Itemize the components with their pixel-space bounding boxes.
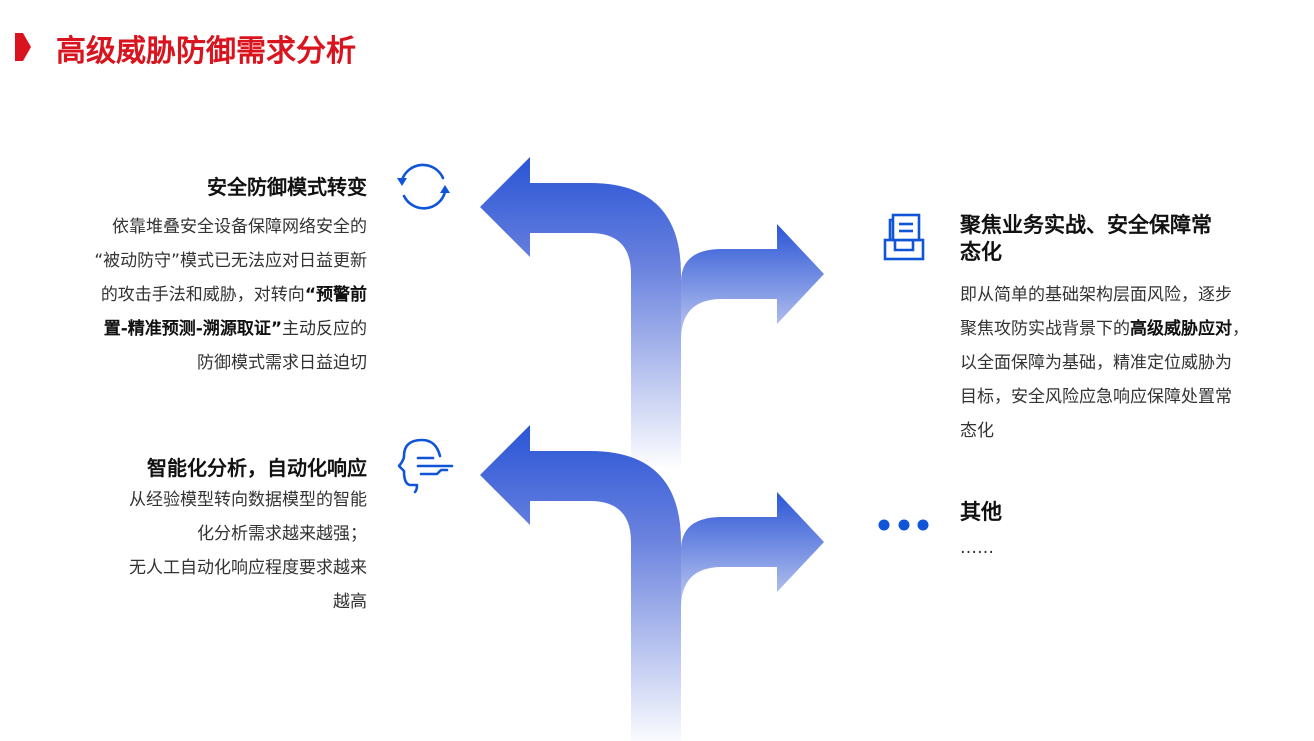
body-line: 以全面保障为基础，精准定位威胁为: [960, 346, 1249, 380]
body-line: 依靠堆叠安全设备保障网络安全的: [94, 210, 367, 244]
item-body: ……: [960, 531, 1002, 565]
body-text: 的攻击手法和威胁，对转向: [100, 285, 305, 305]
item-body: 依靠堆叠安全设备保障网络安全的 “被动防守”模式已无法应对日益更新的攻击手法和威胁…: [94, 210, 367, 380]
body-text: 聚焦攻防实战背景下的: [960, 319, 1130, 339]
body-line: 态化: [960, 414, 1249, 448]
title-marker-icon: [15, 33, 31, 61]
left-arrow-2: [480, 425, 681, 741]
item-security-mode-shift: 安全防御模式转变 依靠堆叠安全设备保障网络安全的 “被动防守”模式已无法应对日益更…: [94, 172, 367, 380]
right-arrow-1: [681, 224, 824, 340]
item-other: 其他 ……: [960, 497, 1002, 565]
body-text: 主动反应的: [282, 319, 367, 339]
item-body: 从经验模型转向数据模型的智能化分析需求越来越强； 无人工自动化响应程度要求越来越高: [129, 483, 367, 619]
ai-head-icon: [397, 438, 454, 494]
body-line: 防御模式需求日益迫切: [94, 346, 367, 380]
item-body: 即从简单的基础架构层面风险，逐步聚焦攻防实战背景下的高级威胁应对，以全面保障为基…: [960, 278, 1249, 448]
body-text: 即从简单的基础架构层面风险，逐步: [960, 285, 1232, 305]
item-heading: 其他: [960, 500, 1002, 524]
body-text: 无人工自动化响应程度要求越来: [129, 558, 367, 578]
body-text: ，: [1232, 319, 1249, 339]
emphasis-text: 高级威胁应对: [1130, 319, 1232, 339]
body-line: 聚焦攻防实战背景下的高级威胁应对，: [960, 312, 1249, 346]
body-line: 越高: [129, 585, 367, 619]
item-business-focus: 聚焦业务实战、安全保障常 态化 即从简单的基础架构层面风险，逐步聚焦攻防实战背景…: [960, 212, 1249, 448]
body-line: 即从简单的基础架构层面风险，逐步: [960, 278, 1249, 312]
body-line: 从经验模型转向数据模型的智能: [129, 483, 367, 517]
right-arrow-2: [681, 492, 824, 608]
body-text: 依靠堆叠安全设备保障网络安全的: [112, 217, 367, 237]
body-line: 无人工自动化响应程度要求越来: [129, 551, 367, 585]
more-dots-icon: [878, 519, 929, 531]
body-line: ……: [960, 531, 1002, 565]
page-title: 高级威胁防御需求分析: [56, 34, 356, 69]
body-text: 态化: [960, 421, 994, 441]
item-heading-line: 态化: [960, 240, 1002, 264]
body-text: 越高: [333, 592, 367, 612]
left-arrow-1: [480, 157, 681, 470]
arrow-group-2: [480, 425, 824, 741]
body-text: 以全面保障为基础，精准定位威胁为: [960, 353, 1232, 373]
body-text: 从经验模型转向数据模型的智能: [129, 490, 367, 510]
emphasis-text: “预警前: [304, 285, 367, 305]
body-text: 目标，安全风险应急响应保障处置常: [960, 387, 1232, 407]
body-line: 目标，安全风险应急响应保障处置常: [960, 380, 1249, 414]
body-text: 防御模式需求日益迫切: [197, 353, 367, 373]
document-tray-icon: [883, 213, 925, 261]
item-heading: 智能化分析，自动化响应: [147, 456, 367, 480]
emphasis-text: 置-精准预测-溯源取证”: [103, 319, 282, 339]
refresh-icon: [397, 163, 450, 210]
body-text: “被动防守”模式已无法应对日益更新: [94, 251, 367, 271]
arrow-group-1: [480, 157, 824, 470]
body-line: 化分析需求越来越强；: [129, 517, 367, 551]
item-heading-line: 聚焦业务实战、安全保障常: [960, 213, 1212, 237]
item-intelligent-analysis: 智能化分析，自动化响应 从经验模型转向数据模型的智能化分析需求越来越强； 无人工自…: [129, 453, 367, 619]
body-line: 置-精准预测-溯源取证”主动反应的: [94, 312, 367, 346]
body-text: ……: [960, 538, 994, 558]
body-line: 的攻击手法和威胁，对转向“预警前: [94, 278, 367, 312]
body-line: “被动防守”模式已无法应对日益更新: [94, 244, 367, 278]
body-text: 化分析需求越来越强；: [197, 524, 367, 544]
item-heading: 安全防御模式转变: [207, 175, 367, 199]
